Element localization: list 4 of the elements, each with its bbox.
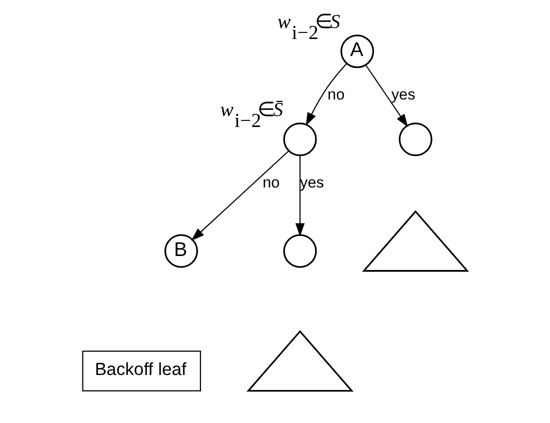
edge-label: no [328,86,345,103]
edge-label: no [262,174,280,191]
edge-label: yes [300,174,324,191]
edge-label: yes [391,86,416,103]
